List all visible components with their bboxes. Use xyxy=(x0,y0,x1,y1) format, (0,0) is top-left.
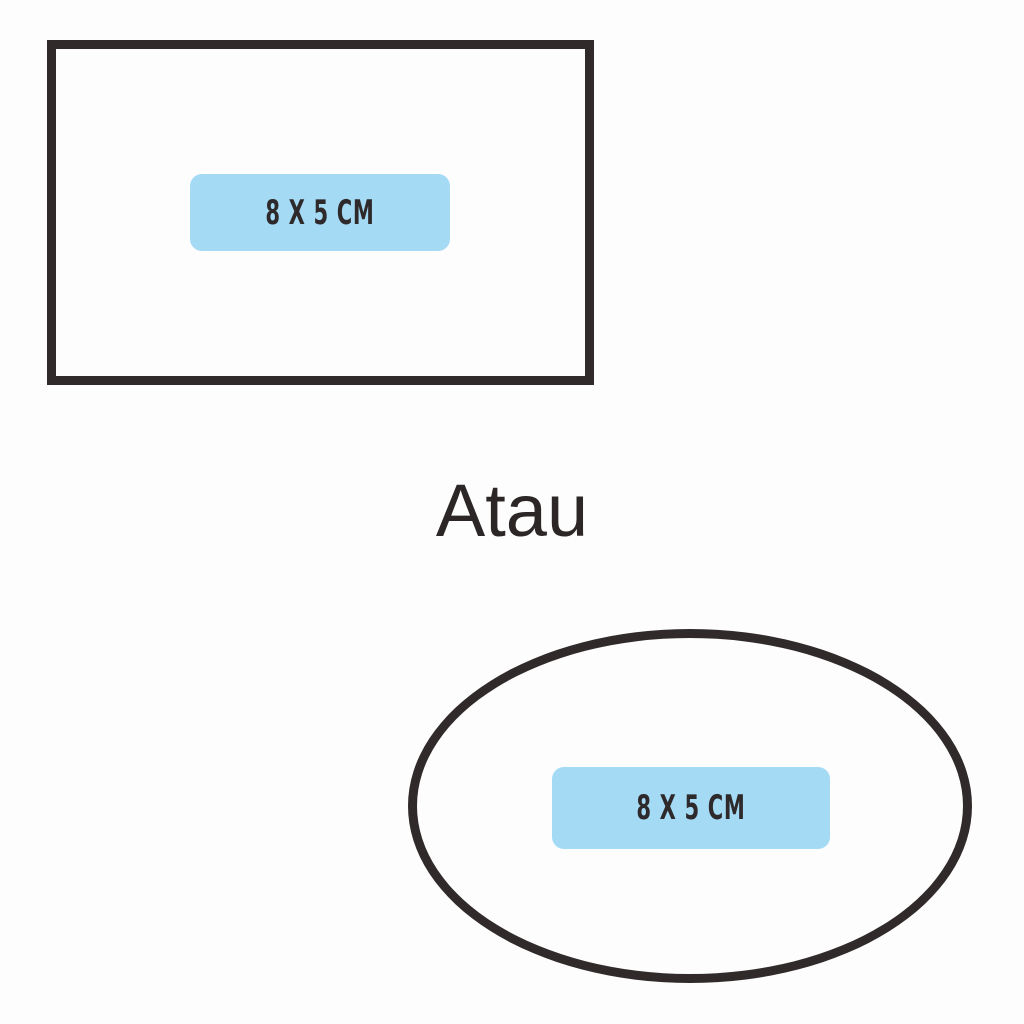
oval-size-badge: 8 X 5 CM xyxy=(552,767,830,849)
rectangle-size-label: 8 X 5 CM xyxy=(265,192,375,233)
rectangle-sticker-outline xyxy=(47,40,594,385)
oval-sticker-outline xyxy=(408,629,972,983)
rectangle-size-badge: 8 X 5 CM xyxy=(190,174,450,251)
oval-size-label: 8 X 5 CM xyxy=(636,788,746,828)
or-divider-text: Atau xyxy=(435,469,589,552)
